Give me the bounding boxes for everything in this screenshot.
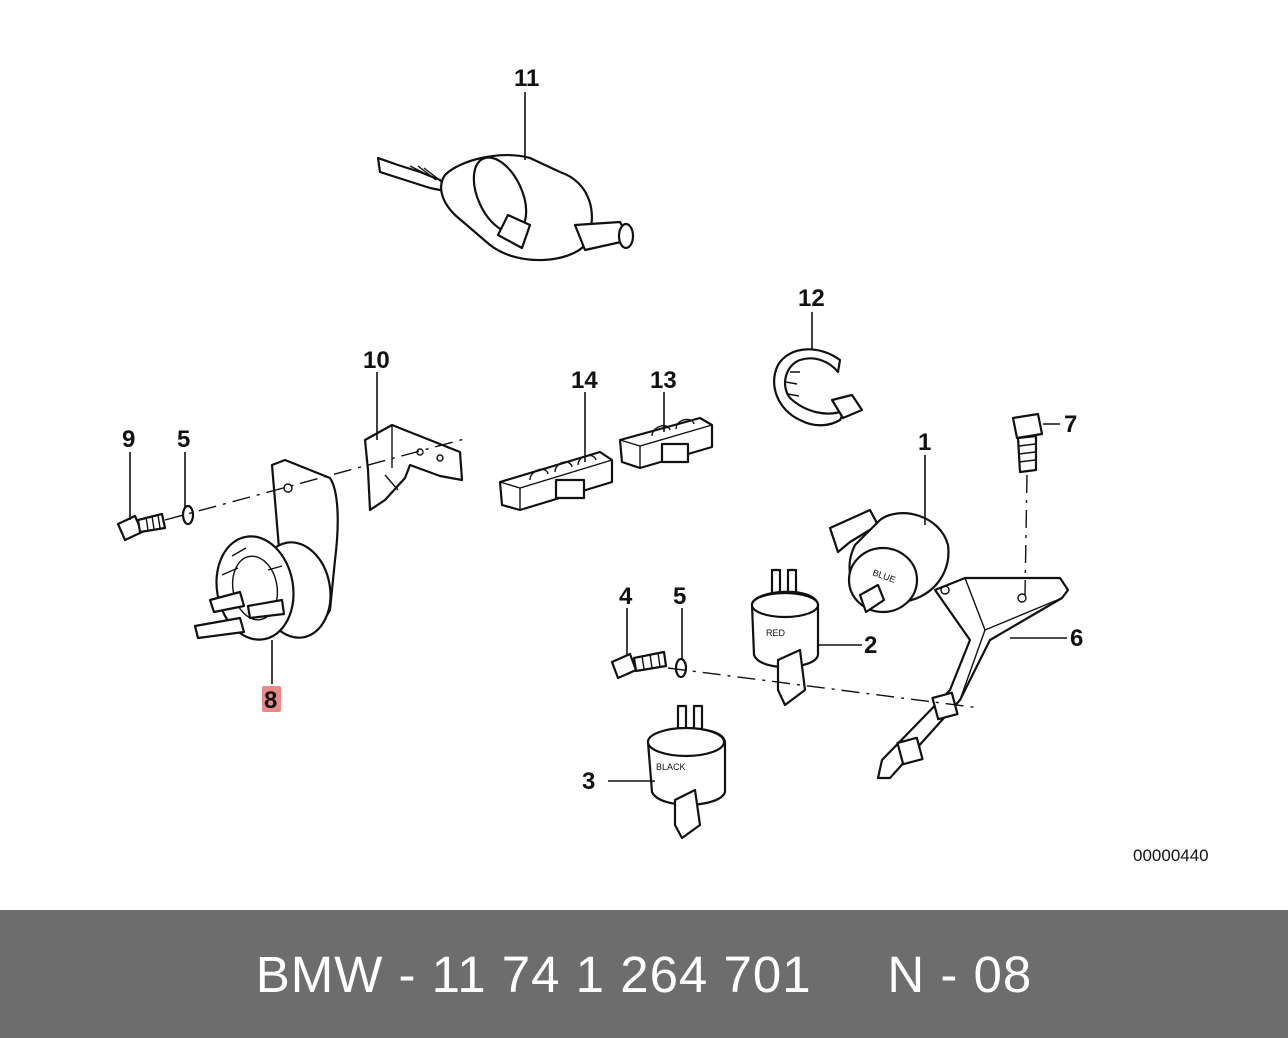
part-14-line-holder xyxy=(498,450,614,512)
part-5-washer-right xyxy=(674,657,688,679)
callout-2: 2 xyxy=(864,632,877,659)
part-9-screw xyxy=(116,512,167,542)
callout-9: 9 xyxy=(122,426,135,453)
callout-8: 8 xyxy=(264,687,277,714)
assembly-axes xyxy=(164,437,1028,709)
callout-4: 4 xyxy=(619,583,633,610)
part-8-element xyxy=(193,458,339,641)
diagram-reference-code: 00000440 xyxy=(1133,846,1209,865)
part-4-screw xyxy=(610,650,668,680)
part-5-washer-left xyxy=(181,504,195,526)
parts-diagram: BLUE RED BLACK xyxy=(116,65,1083,840)
callout-10: 10 xyxy=(363,347,390,374)
part-12-hose-clamp xyxy=(773,348,864,427)
label-black: BLACK xyxy=(656,762,686,772)
callout-12: 12 xyxy=(798,285,825,312)
callout-13: 13 xyxy=(650,367,677,394)
part-7-bolt xyxy=(1011,412,1044,474)
part-2-component-red: RED xyxy=(750,568,820,707)
callout-14: 14 xyxy=(571,367,598,394)
callouts: 11 12 10 14 13 9 5 1 7 4 5 6 2 8 3 xyxy=(122,65,1083,795)
part-number-caption: BMW - 11 74 1 264 701 N - 08 xyxy=(255,945,1033,1003)
leader-lines xyxy=(129,92,1067,782)
callout-5-left: 5 xyxy=(177,426,190,453)
part-10-bracket xyxy=(363,423,464,512)
callout-5-right: 5 xyxy=(673,583,686,610)
part-11-pressure-regulator xyxy=(376,154,635,262)
callout-8-highlight xyxy=(262,686,281,712)
part-13-line-holder xyxy=(618,416,714,470)
part-6-mounting-bracket xyxy=(876,576,1070,780)
footer-bar: BMW - 11 74 1 264 701 N - 08 xyxy=(0,910,1288,1038)
callout-6: 6 xyxy=(1070,625,1083,652)
callout-11: 11 xyxy=(514,65,539,92)
part-3-component-black: BLACK xyxy=(646,704,727,840)
callout-1: 1 xyxy=(918,429,931,456)
callout-7: 7 xyxy=(1064,411,1077,438)
part-1-accumulator: BLUE xyxy=(828,508,950,614)
label-red: RED xyxy=(766,628,786,638)
callout-3: 3 xyxy=(582,768,595,795)
